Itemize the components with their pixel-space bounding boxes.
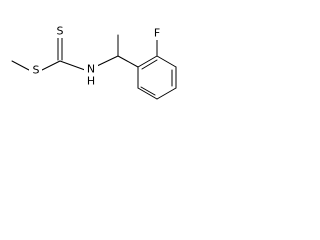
- nitrogen-label: N: [87, 63, 95, 76]
- ring-inner-double-3: [140, 86, 156, 96]
- bond-layer: [11, 34, 177, 100]
- ring-bond-2: [156, 55, 177, 68]
- thioether-sulfur-label: S: [33, 64, 40, 77]
- chemical-structure-canvas: S S N H F: [0, 0, 204, 117]
- bond-s-c: [41, 60, 61, 71]
- bond-ch-ring: [117, 55, 139, 68]
- atom-labels: S S N H F: [29, 24, 164, 88]
- thione-sulfur-label: S: [57, 25, 64, 38]
- nitrogen-hydrogen-label: H: [87, 75, 95, 88]
- ring-inner-double-1: [141, 59, 158, 70]
- ring-bond-5: [137, 87, 158, 100]
- ring-bond-4: [156, 87, 177, 100]
- bond-methyl-s: [11, 60, 30, 71]
- molecule-diagram: S S N H F: [11, 24, 177, 100]
- bond-n-ch: [96, 55, 119, 67]
- fluorine-label: F: [154, 27, 160, 40]
- bond-c-n: [59, 60, 86, 71]
- ring-bond-1: [137, 55, 158, 68]
